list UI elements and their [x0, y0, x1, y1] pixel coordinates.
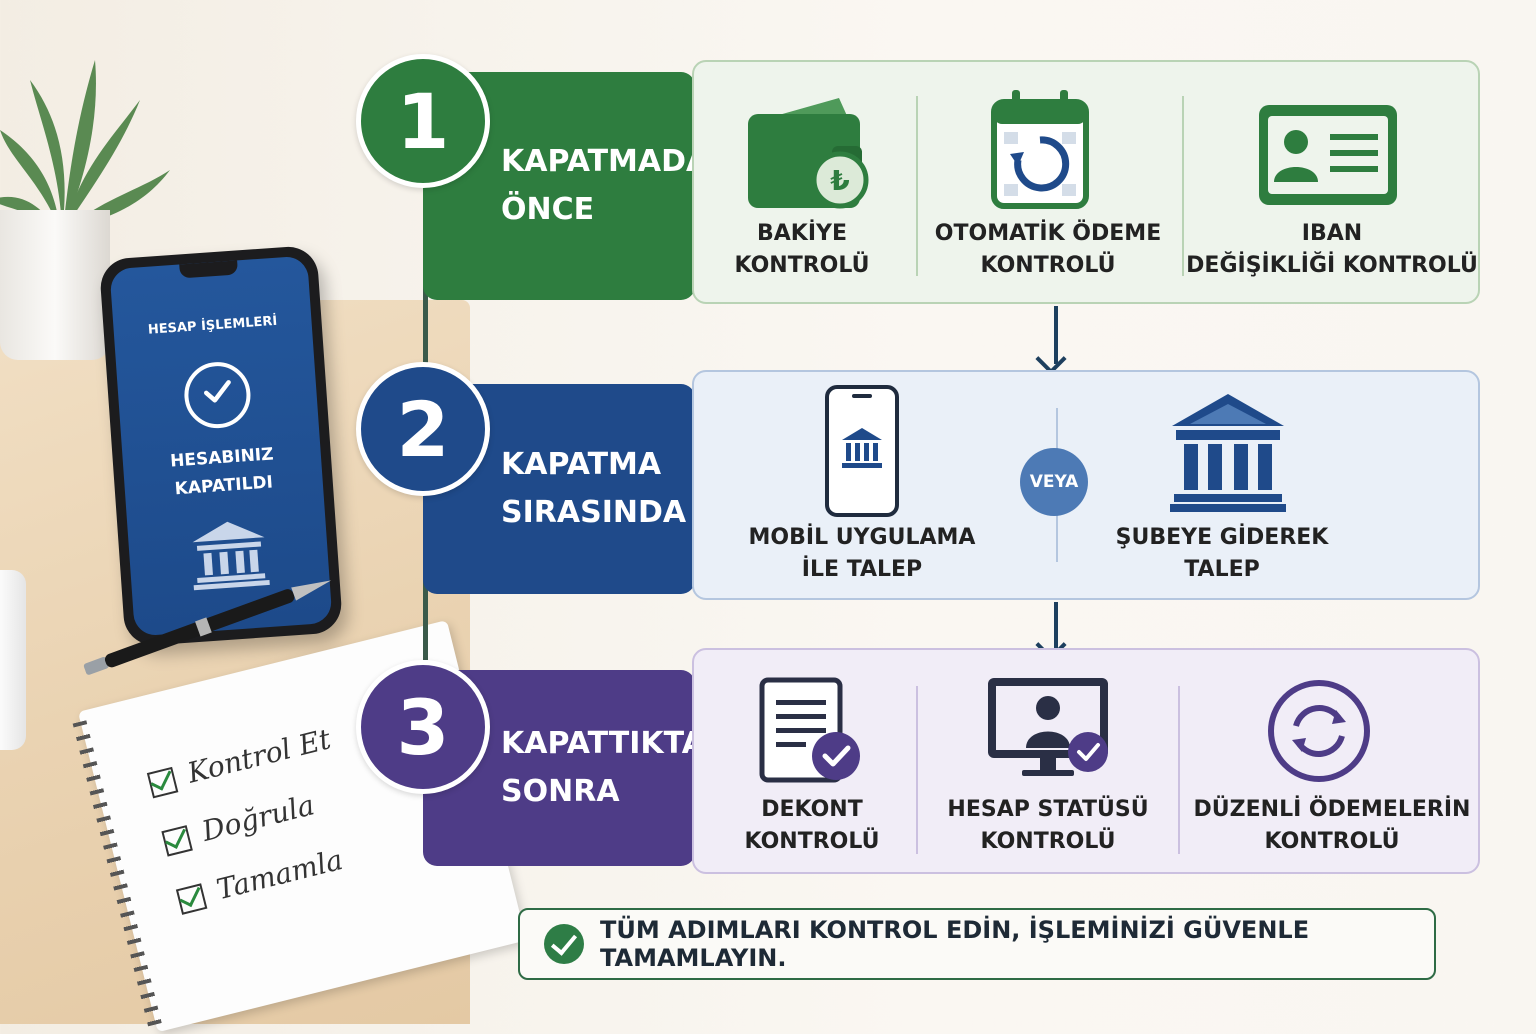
divider [1178, 686, 1180, 854]
check-circle-icon [544, 924, 584, 964]
step-3-number: 3 [356, 660, 490, 794]
refresh-cycle-icon [1268, 680, 1370, 782]
step-2-number: 2 [356, 362, 490, 496]
checkbox-icon [161, 824, 193, 857]
down-arrow-icon [1054, 306, 1058, 364]
phone-notch [179, 260, 239, 279]
step-1-title-line2: ÖNCE [501, 192, 595, 227]
checkbox-icon [146, 766, 179, 798]
plant-pot [0, 210, 110, 360]
notebook-item: Kontrol Et [145, 722, 334, 799]
bank-icon [192, 521, 270, 591]
down-arrow-icon [1054, 602, 1058, 650]
step-3-title-line1: KAPATTIKTAN [501, 726, 731, 761]
pen-icon [83, 580, 332, 675]
step-2-title-line1: KAPATMA [501, 447, 662, 482]
phone-screen: HESAP İŞLEMLERİ HESABINIZ KAPATILDI [109, 255, 333, 637]
check-circle-icon [182, 359, 253, 431]
calendar-refresh-icon [991, 90, 1089, 209]
divider [916, 96, 918, 276]
footer-note: TÜM ADIMLARI KONTROL EDİN, İŞLEMİNİZİ GÜ… [518, 908, 1436, 980]
wallet-lira-icon: ₺ [748, 98, 869, 209]
divider [1182, 96, 1184, 276]
document-check-icon [759, 677, 860, 783]
step-2-title-line2: SIRASINDA [501, 495, 687, 530]
mobile-bank-icon [825, 385, 899, 517]
footer-text: TÜM ADIMLARI KONTROL EDİN, İŞLEMİNİZİ GÜ… [600, 916, 1310, 972]
bank-building-icon [1170, 394, 1286, 512]
notebook-item: Tamamla [174, 843, 346, 916]
notebook-item: Doğrula [160, 788, 318, 857]
id-card-icon [1259, 105, 1397, 205]
svg-text:₺: ₺ [830, 164, 849, 197]
step-3-title-line2: SONRA [501, 774, 620, 809]
checkbox-icon [175, 882, 208, 915]
phone-message: HESABINIZ KAPATILDI [122, 437, 323, 507]
smartphone: HESAP İŞLEMLERİ HESABINIZ KAPATILDI [98, 244, 344, 648]
divider [916, 686, 918, 854]
coffee-mug [0, 570, 26, 750]
or-connector: VEYA [1020, 448, 1088, 516]
monitor-user-check-icon [988, 678, 1108, 776]
step-1-number: 1 [356, 54, 490, 188]
phone-title: HESAP İŞLEMLERİ [147, 313, 278, 338]
step-1-title-line1: KAPATMADAN [501, 144, 735, 179]
